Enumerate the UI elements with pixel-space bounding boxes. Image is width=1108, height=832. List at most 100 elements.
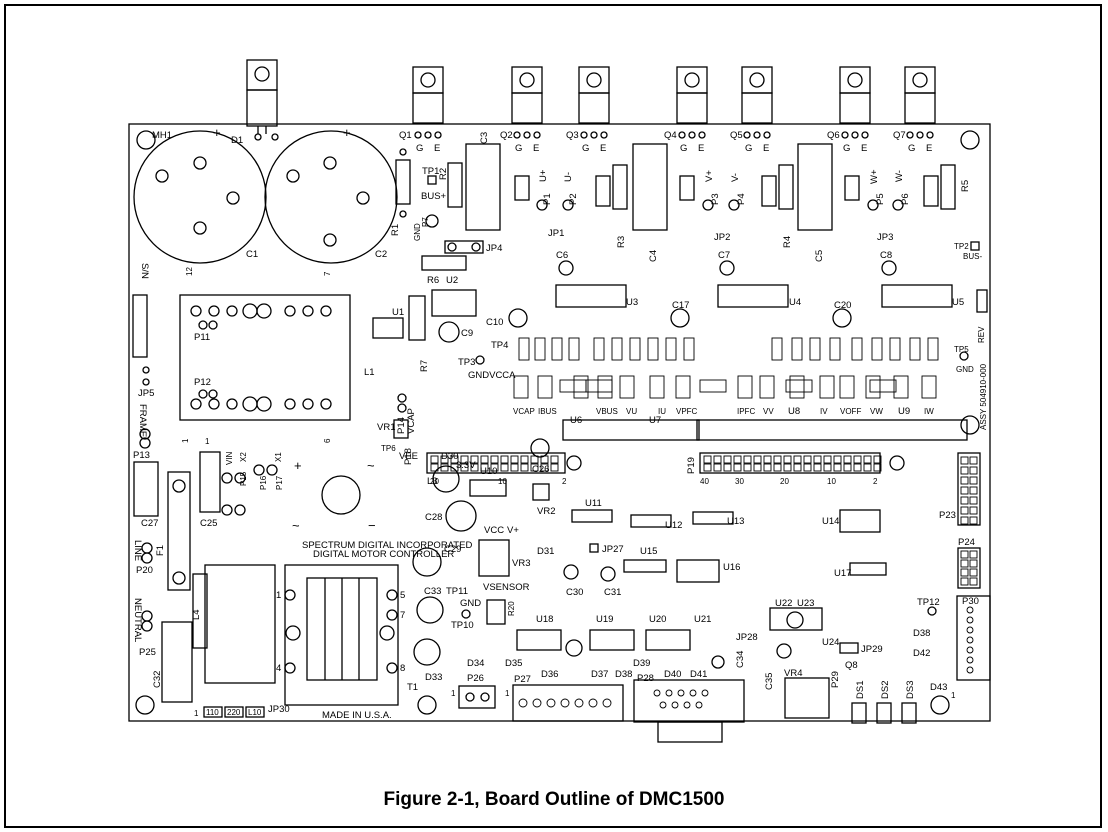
small-component <box>737 375 753 399</box>
q6-package <box>839 66 871 139</box>
mounting-hole <box>417 695 437 715</box>
c9-label: C9 <box>461 328 473 339</box>
header-pin <box>960 568 969 577</box>
jp28-label: JP28 <box>736 632 758 643</box>
l1-pads <box>190 303 332 412</box>
u12-label: U12 <box>665 520 682 531</box>
jp30-l10-pad <box>245 706 265 718</box>
u17-label: U17 <box>834 568 851 579</box>
header-pin <box>843 463 852 472</box>
header-pin <box>773 463 782 472</box>
u9-label: U9 <box>898 406 910 417</box>
marker-circle <box>711 655 725 669</box>
header-pin <box>960 466 969 475</box>
c25-pin-1: 1 <box>205 437 210 446</box>
header-pin <box>873 463 882 472</box>
frame-label: FRAME <box>137 404 148 437</box>
mounting-hole <box>960 415 980 435</box>
c29-label: C29 <box>444 544 461 555</box>
header-pin <box>803 463 812 472</box>
c2-label: C2 <box>375 249 387 260</box>
x1-label: X1 <box>274 452 283 462</box>
vcc-plus-label: V+ <box>507 525 519 536</box>
u18-label: U18 <box>536 614 553 625</box>
connector-pin <box>665 689 673 697</box>
c28-capacitor <box>445 500 477 532</box>
c28-label: C28 <box>425 512 442 523</box>
u4-ic <box>717 284 789 308</box>
header-pin <box>480 463 489 472</box>
q4-label: Q4 <box>664 130 677 141</box>
d31-label: D31 <box>537 546 554 557</box>
c26-capacitor <box>530 438 550 458</box>
r2-resistor <box>447 162 463 208</box>
c30-capacitor <box>563 564 579 580</box>
u12-ic <box>630 514 672 528</box>
header-pin <box>783 455 792 464</box>
q7-emitter-label: E <box>926 143 932 154</box>
r7-label: R7 <box>419 360 430 372</box>
small-component <box>865 375 881 399</box>
tp5-pad <box>959 351 969 361</box>
jp29-jumper <box>839 642 859 654</box>
header-pin <box>969 456 978 465</box>
header-pin <box>540 463 549 472</box>
header-pin <box>490 463 499 472</box>
small-component <box>513 375 529 399</box>
c4-capacitor <box>632 143 668 231</box>
q1-label: Q1 <box>399 130 412 141</box>
p22-pad <box>234 504 246 516</box>
f1-pad <box>172 479 186 493</box>
small-component <box>889 337 901 361</box>
header-pin <box>969 568 978 577</box>
small-component <box>675 375 691 399</box>
sn-field <box>132 294 148 358</box>
tp10-label: TP10 <box>451 620 474 631</box>
t1-pin-4: 4 <box>276 663 281 674</box>
header-pin <box>843 455 852 464</box>
p4-pad <box>728 199 740 211</box>
c8-capacitor <box>881 260 897 276</box>
small-component <box>909 337 921 361</box>
figure-frame <box>4 4 1102 828</box>
small-component <box>871 337 883 361</box>
q5-gate-label: G <box>745 143 752 154</box>
connector-pin <box>560 698 570 708</box>
header-pin <box>960 559 969 568</box>
r1-pad <box>399 210 407 218</box>
p17-pad <box>266 464 278 476</box>
u14-label: U14 <box>822 516 839 527</box>
p14-pad <box>397 403 407 413</box>
ds3-label: DS3 <box>905 681 916 699</box>
u2-label: U2 <box>446 275 458 286</box>
header-pin <box>969 559 978 568</box>
header-pin <box>703 463 712 472</box>
c7-label: C7 <box>718 250 730 261</box>
u5-ic <box>881 284 953 308</box>
d37-label: D37 <box>591 669 608 680</box>
connector-pin <box>588 698 598 708</box>
connector-pin <box>653 689 661 697</box>
w-plus-label: W+ <box>869 169 880 184</box>
q7-gate-label: G <box>908 143 915 154</box>
header-pin <box>743 455 752 464</box>
jp30-110: 110 <box>206 708 219 717</box>
vr4-body <box>784 677 830 719</box>
d33-label: D33 <box>425 672 442 683</box>
p20-label: P20 <box>136 565 153 576</box>
d5-diode <box>761 175 777 207</box>
q2-emitter-label: E <box>533 143 539 154</box>
connector-pin <box>532 698 542 708</box>
p18-pin-2: 2 <box>562 477 567 486</box>
u3-label: U3 <box>626 297 638 308</box>
l3-label: L3 <box>427 476 438 487</box>
signal-voff: VOFF <box>840 407 861 416</box>
vee-label: VEE <box>399 451 418 462</box>
small-component <box>573 375 589 399</box>
tp2-pad <box>970 241 980 251</box>
neutral-label: NEUTRAL <box>132 598 143 642</box>
d42-label: D42 <box>913 648 930 659</box>
tp5-label: TP5 <box>954 345 969 354</box>
resistor-array <box>869 379 897 393</box>
d1-label: D1 <box>231 135 243 146</box>
